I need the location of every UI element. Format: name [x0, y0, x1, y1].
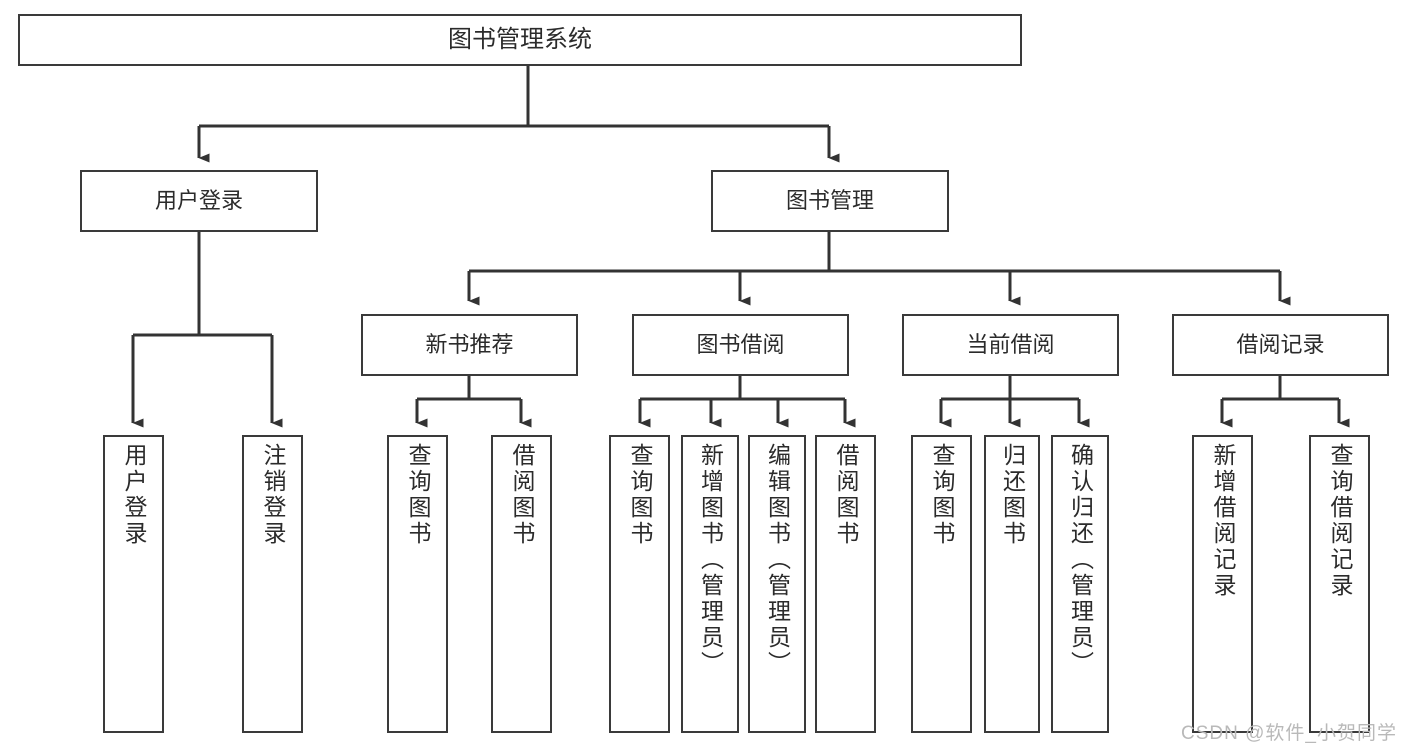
- node-label: 查询借阅记录: [1327, 443, 1353, 599]
- node-label: 图书管理系统: [448, 25, 592, 53]
- leaf-query-book-recommend[interactable]: 查询图书: [387, 435, 448, 733]
- node-label: 用户登录: [154, 188, 243, 214]
- node-label: 确认归还（管理员）: [1067, 443, 1094, 677]
- leaf-user-login[interactable]: 用户登录: [103, 435, 164, 733]
- node-label: 图书管理: [785, 188, 874, 214]
- node-label: 借阅记录: [1236, 332, 1325, 358]
- leaf-query-borrow-record[interactable]: 查询借阅记录: [1309, 435, 1370, 733]
- node-label: 注销登录: [260, 443, 286, 547]
- node-user-login[interactable]: 用户登录: [80, 170, 318, 232]
- node-root-system[interactable]: 图书管理系统: [18, 14, 1022, 66]
- node-new-book-recommend[interactable]: 新书推荐: [361, 314, 578, 376]
- node-label: 借阅图书: [833, 443, 859, 547]
- node-label: 新增借阅记录: [1210, 443, 1236, 599]
- leaf-edit-book-admin[interactable]: 编辑图书（管理员）: [748, 435, 806, 733]
- node-label: 新书推荐: [425, 332, 514, 358]
- node-borrow-record[interactable]: 借阅记录: [1172, 314, 1389, 376]
- node-book-borrow[interactable]: 图书借阅: [632, 314, 849, 376]
- leaf-add-book-admin[interactable]: 新增图书（管理员）: [681, 435, 739, 733]
- node-label: 查询图书: [627, 443, 653, 547]
- node-label: 归还图书: [999, 443, 1026, 547]
- leaf-add-borrow-record[interactable]: 新增借阅记录: [1192, 435, 1253, 733]
- node-label: 编辑图书（管理员）: [764, 443, 791, 677]
- node-label: 新增图书（管理员）: [697, 443, 724, 677]
- node-label: 当前借阅: [966, 332, 1055, 358]
- node-current-borrow[interactable]: 当前借阅: [902, 314, 1119, 376]
- leaf-borrow-book-recommend[interactable]: 借阅图书: [491, 435, 552, 733]
- node-label: 查询图书: [929, 443, 955, 547]
- node-label: 图书借阅: [696, 332, 785, 358]
- node-label: 借阅图书: [509, 443, 535, 547]
- node-label: 用户登录: [121, 443, 147, 547]
- node-label: 查询图书: [405, 443, 431, 547]
- leaf-confirm-return-admin[interactable]: 确认归还（管理员）: [1051, 435, 1109, 733]
- leaf-query-book-borrow[interactable]: 查询图书: [609, 435, 670, 733]
- leaf-return-book[interactable]: 归还图书: [984, 435, 1040, 733]
- leaf-query-book-current[interactable]: 查询图书: [911, 435, 972, 733]
- leaf-logout[interactable]: 注销登录: [242, 435, 303, 733]
- watermark: CSDN @软件_小贺同学: [1181, 723, 1397, 744]
- leaf-borrow-book[interactable]: 借阅图书: [815, 435, 876, 733]
- node-book-management[interactable]: 图书管理: [711, 170, 949, 232]
